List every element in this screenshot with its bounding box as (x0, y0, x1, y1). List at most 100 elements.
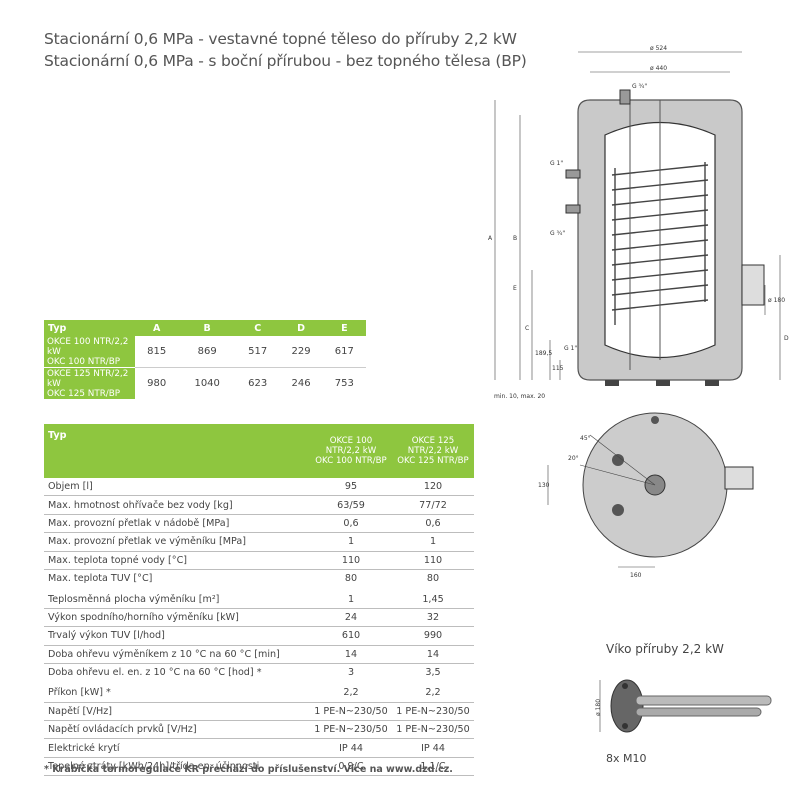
spec-row-value: 63/59 (310, 495, 392, 515)
spec-header-type: Typ (44, 424, 310, 478)
spec-row: Max. provozní přetlak ve výměníku [MPa]1… (44, 532, 474, 552)
dim-label-a: A (488, 235, 493, 242)
foot-left (605, 380, 619, 386)
flange-cover-drawing: ø 180 (595, 679, 772, 733)
dims-header-type: Typ (44, 320, 135, 336)
dim-label-g1-low: G 1" (564, 345, 577, 352)
top-connection (619, 89, 631, 105)
spec-row-label: Objem [l] (44, 478, 310, 497)
dims-header-a: A (135, 320, 179, 336)
spec-row-value: 1,45 (392, 587, 474, 609)
bolt-icon (622, 723, 628, 729)
spec-header-line: NTR/2,2 kW (407, 446, 459, 456)
dims-header-e: E (322, 320, 366, 336)
spec-header-line: OKC 100 NTR/BP (315, 456, 387, 466)
foot-center (656, 380, 670, 386)
dims-row-125: OKCE 125 NTR/2,2 kW OKC 125 NTR/BP 980 1… (44, 367, 366, 399)
dims-cell: 246 (279, 367, 323, 399)
dims-cell: 229 (291, 346, 311, 357)
spec-row-value: 80 (392, 569, 474, 590)
tank-top-view: 20° 45° 130 160 (538, 412, 754, 579)
top-angle-1: 20° (568, 455, 579, 462)
spec-row-label: Elektrické krytí (44, 738, 310, 758)
top-view-port-1 (612, 454, 624, 466)
spec-row-label: Doba ohřevu výměníkem z 10 °C na 60 °C [… (44, 645, 310, 664)
spec-row-value: 24 (310, 608, 392, 628)
spec-header-line: NTR/2,2 kW (325, 446, 377, 456)
spec-row-value: IP 44 (392, 738, 474, 758)
spec-row: Tepelné ztráty [kWh/24h]/třída en. účinn… (44, 757, 474, 777)
top-view-dimension-lines (547, 434, 656, 568)
flange-dim-180: ø 180 (595, 699, 602, 716)
dimensions-table: Typ A B C D E OKCE 100 NTR/2,2 kW OKC 10… (44, 320, 366, 399)
spec-row: Doba ohřevu výměníkem z 10 °C na 60 °C [… (44, 645, 474, 664)
spec-row-label: Max. provozní přetlak v nádobě [MPa] (44, 514, 310, 534)
heading-side-flange: Stacionární 0,6 MPa - s boční přírubou -… (44, 52, 527, 70)
dim-g1: G 1" (550, 160, 563, 167)
spec-row-label: Napětí [V/Hz] (44, 702, 310, 722)
dims-model-100: OKCE 100 NTR/2,2 kW OKC 100 NTR/BP (44, 336, 135, 368)
dims-model-125: OKCE 125 NTR/2,2 kW OKC 125 NTR/BP (44, 367, 135, 399)
bolt-icon (622, 683, 628, 689)
dim-label-1895: 189,5 (535, 350, 552, 357)
spec-row-value: 2,2 (392, 681, 474, 703)
spec-row-value: IP 44 (310, 738, 392, 758)
spec-row-value: 120 (392, 478, 474, 497)
spec-row-label: Doba ohřevu el. en. z 10 °C na 60 °C [ho… (44, 663, 310, 684)
spec-row-label: Napětí ovládacích prvků [V/Hz] (44, 720, 310, 740)
heating-element (635, 695, 772, 706)
dims-header-b: B (178, 320, 237, 336)
spec-header-col-100: OKCE 100 NTR/2,2 kW OKC 100 NTR/BP (310, 424, 392, 478)
spec-row-value: 2,2 (310, 681, 392, 703)
dims-model-line: OKC 100 NTR/BP (47, 356, 121, 367)
spec-row: Napětí ovládacích prvků [V/Hz]1 PE-N~230… (44, 720, 474, 740)
footnote: * Krabička termoregulace KR přechází do … (44, 764, 453, 775)
dims-cell: 753 (322, 367, 366, 399)
spec-row-label: Max. teplota TUV [°C] (44, 569, 310, 590)
dim-label-b: B (513, 235, 517, 242)
dims-cell: 617 (334, 346, 354, 357)
dims-header-d: D (279, 320, 323, 336)
top-dim-160: 160 (630, 572, 642, 579)
spec-row-value: 0,9/C (310, 757, 392, 777)
dim-g34-side: G ¾" (550, 230, 565, 237)
spec-header-line: OKCE 100 (329, 436, 373, 446)
top-view-port-2 (612, 504, 624, 516)
dims-cell: 980 (135, 367, 179, 399)
spec-row: Doba ohřevu el. en. z 10 °C na 60 °C [ho… (44, 663, 474, 684)
dims-cell: 517 (248, 346, 268, 357)
heading-heater-flange: Stacionární 0,6 MPa - vestavné topné těl… (44, 30, 517, 48)
spec-row-value: 14 (310, 645, 392, 664)
side-connection-left (565, 169, 581, 179)
flange-cover-label: Víko příruby 2,2 kW (606, 642, 724, 656)
spec-row-label: Teplosměnná plocha výměníku [m²] (44, 587, 310, 609)
spec-row-value: 110 (310, 551, 392, 570)
spec-row-value: 1 PE-N~230/50 (310, 720, 392, 740)
spec-header-line: OKCE 125 (411, 436, 455, 446)
dimension-lines (494, 51, 781, 380)
dim-inner-diameter: ø 440 (650, 65, 667, 72)
spec-row-label: Příkon [kW] * (44, 681, 310, 703)
spec-row-value: 80 (310, 569, 392, 590)
spec-row-value: 110 (392, 551, 474, 570)
bolt-spec-label: 8x M10 (606, 752, 647, 765)
spec-row-label: Trvalý výkon TUV [l/hod] (44, 626, 310, 646)
dims-cell: 623 (236, 367, 280, 399)
spec-row-value: 990 (392, 626, 474, 646)
spec-row-value: 77/72 (392, 495, 474, 515)
spec-row-value: 0,6 (392, 514, 474, 534)
spec-header-row: Typ OKCE 100 NTR/2,2 kW OKC 100 NTR/BP O… (44, 424, 474, 478)
spec-row-value: 1 PE-N~230/50 (392, 720, 474, 740)
top-view-flange (724, 466, 754, 490)
flange-disc (610, 679, 644, 733)
dim-label-115: 115 (552, 365, 564, 372)
dim-g34-top: G ¾" (632, 83, 647, 90)
